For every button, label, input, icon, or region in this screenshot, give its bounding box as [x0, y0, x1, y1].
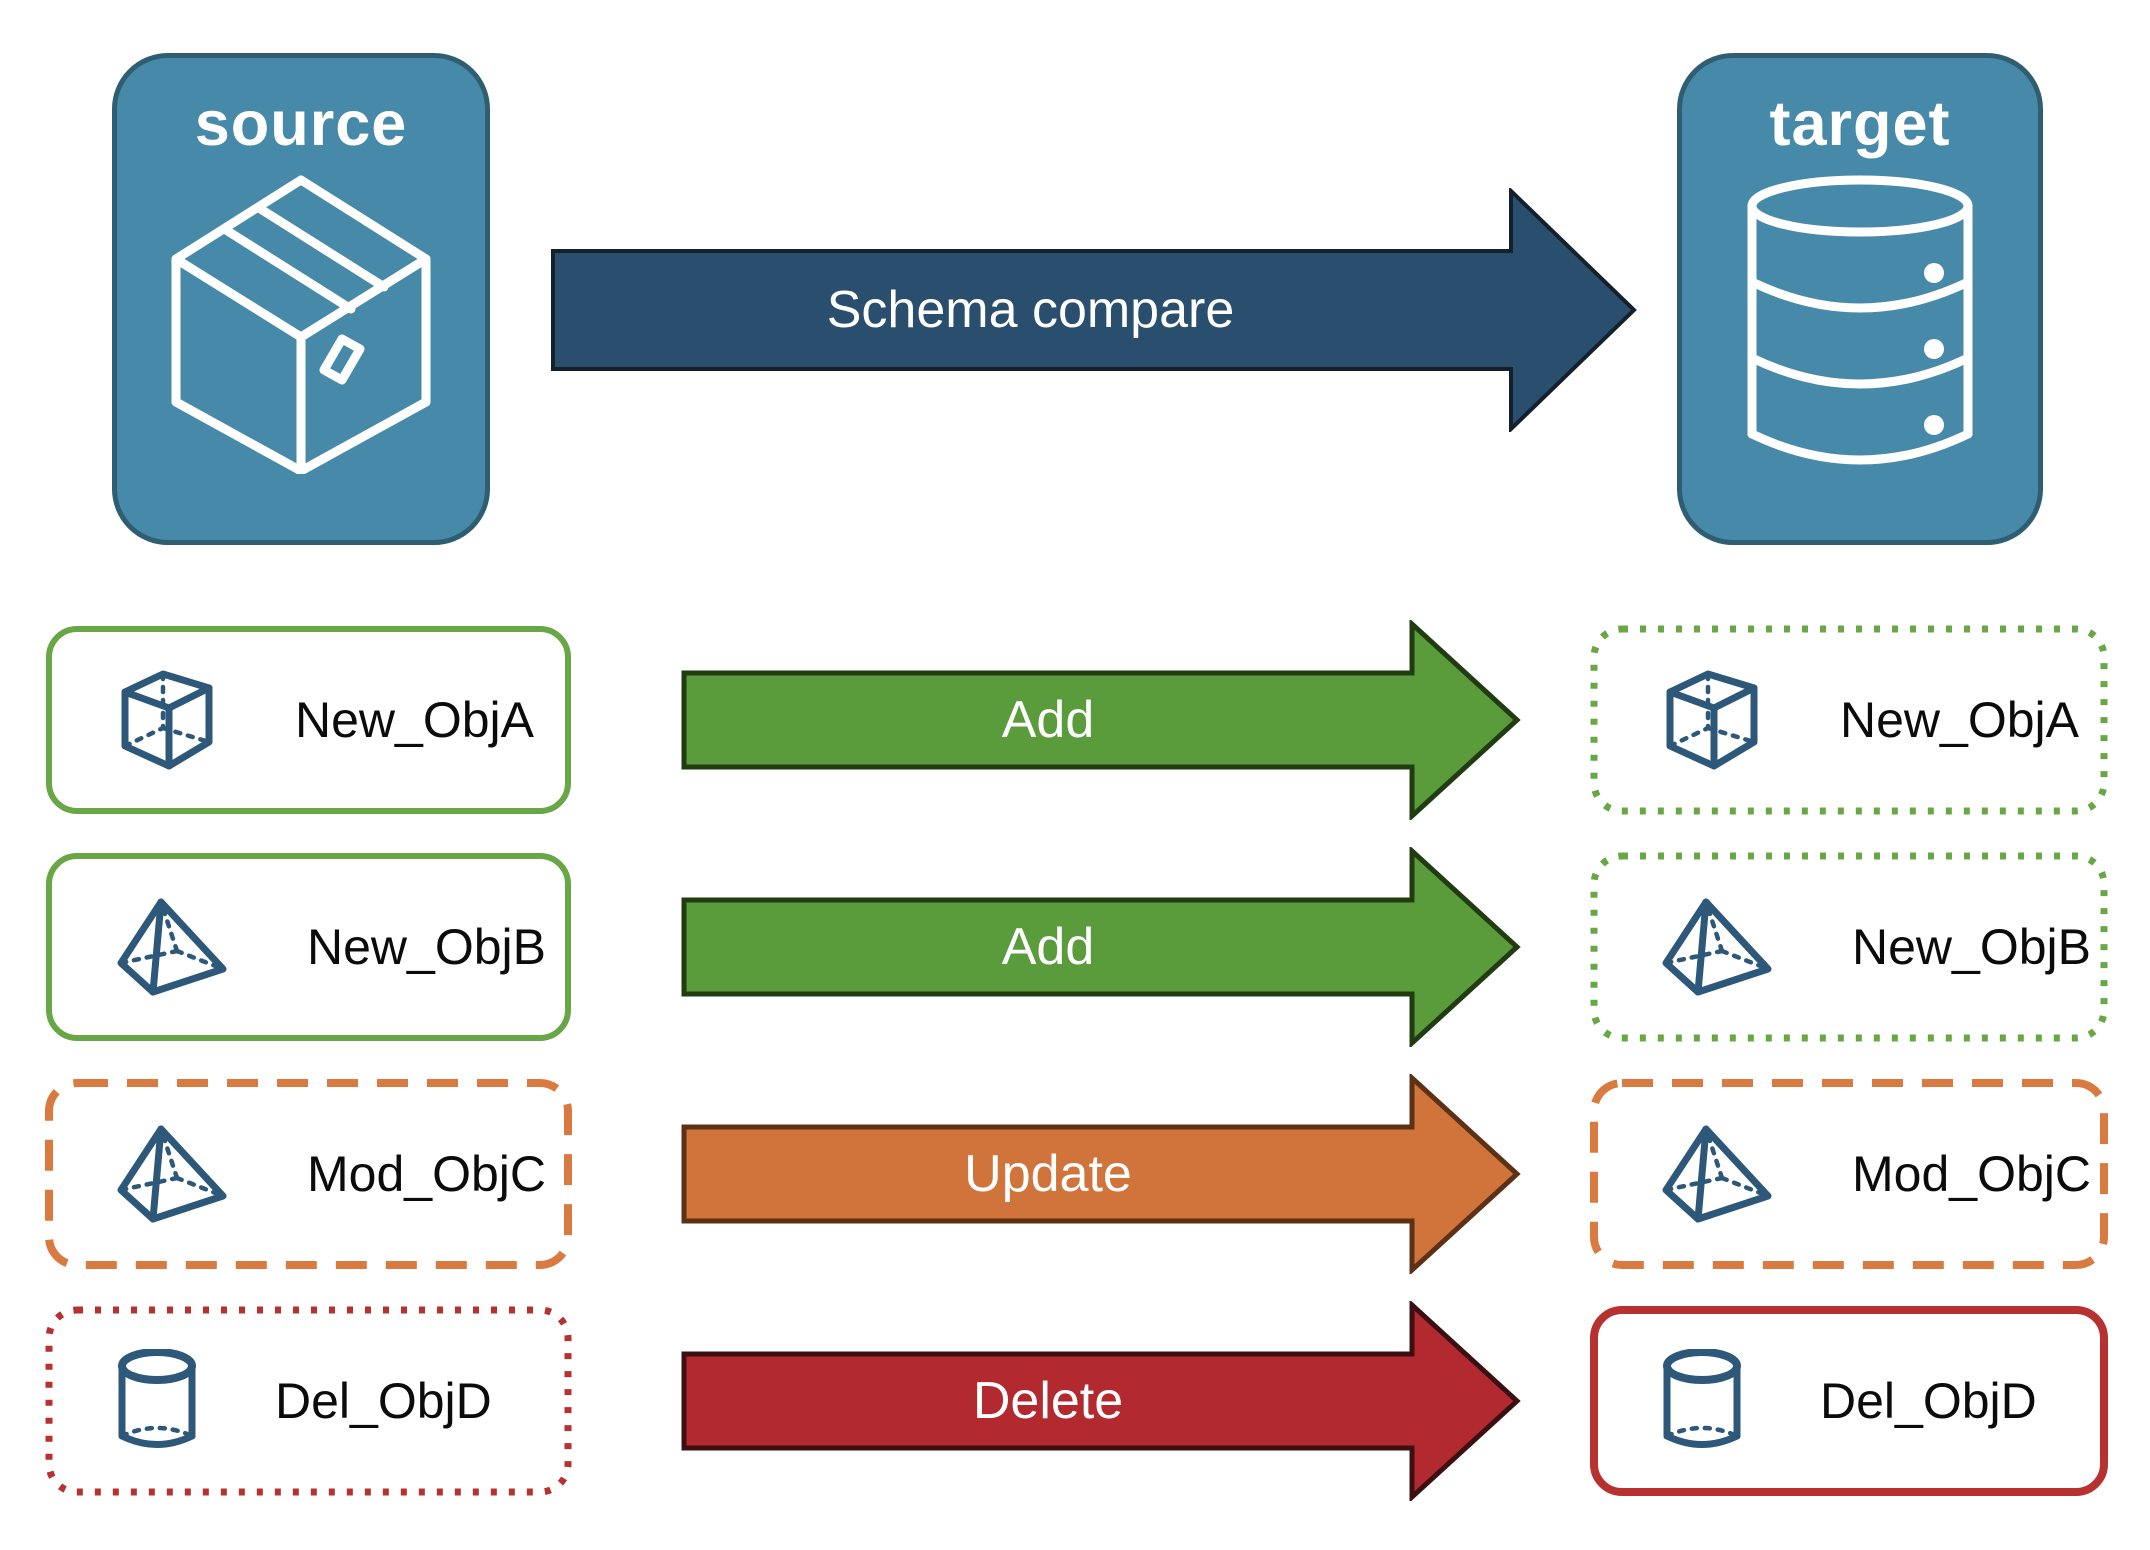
object-label: Mod_ObjC [307, 1146, 546, 1202]
pyramid-icon [1662, 898, 1772, 996]
object-label: New_ObjA [295, 692, 534, 748]
target-object-del-objd: Del_ObjD [1590, 1306, 2108, 1496]
source-title: source [194, 89, 408, 159]
schema-compare-label: Schema compare [826, 281, 1235, 339]
object-label: New_ObjB [1852, 919, 2091, 975]
target-object-mod-objc: Mod_ObjC [1590, 1079, 2108, 1269]
object-box-border [1590, 852, 2108, 1042]
cylinder-icon [118, 1349, 196, 1448]
pyramid-icon [117, 898, 227, 996]
database-icon [1747, 175, 1973, 465]
object-label: Del_ObjD [275, 1373, 492, 1429]
cylinder-icon [1663, 1349, 1741, 1448]
target-title: target [1769, 89, 1951, 159]
source-node: source [112, 53, 490, 545]
target-object-new-obja: New_ObjA [1590, 625, 2108, 815]
object-label: New_ObjB [307, 919, 546, 975]
source-object-del-objd: Del_ObjD [45, 1306, 572, 1496]
object-label: Mod_ObjC [1852, 1146, 2091, 1202]
source-object-new-objb: New_ObjB [45, 852, 572, 1042]
object-box-border [1590, 625, 2108, 815]
delete-arrow-label: Delete [972, 1372, 1124, 1430]
object-box-border [1590, 1079, 2108, 1269]
object-box-border [46, 626, 571, 814]
add-arrow-label: Add [1001, 691, 1095, 749]
add-arrow [681, 620, 1521, 820]
pyramid-icon [117, 1125, 227, 1223]
object-box-border [45, 1306, 572, 1496]
object-box-border [46, 853, 571, 1041]
source-object-new-obja: New_ObjA [45, 625, 572, 815]
pyramid-icon [1662, 1125, 1772, 1223]
source-object-mod-objc: Mod_ObjC [45, 1079, 572, 1269]
add-arrow [681, 847, 1521, 1047]
cube-icon [1666, 670, 1758, 770]
cube-icon [121, 670, 213, 770]
update-arrow [681, 1074, 1521, 1274]
object-box-border [1590, 1306, 2108, 1496]
object-label: New_ObjA [1840, 692, 2079, 748]
schema-compare-arrow [551, 188, 1637, 432]
add-arrow-label: Add [1001, 918, 1095, 976]
target-object-new-objb: New_ObjB [1590, 852, 2108, 1042]
object-label: Del_ObjD [1820, 1373, 2037, 1429]
update-arrow-label: Update [964, 1145, 1132, 1203]
object-box-border [45, 1079, 572, 1269]
target-node: target [1677, 53, 2043, 545]
package-icon [171, 175, 431, 474]
delete-arrow [681, 1301, 1521, 1501]
